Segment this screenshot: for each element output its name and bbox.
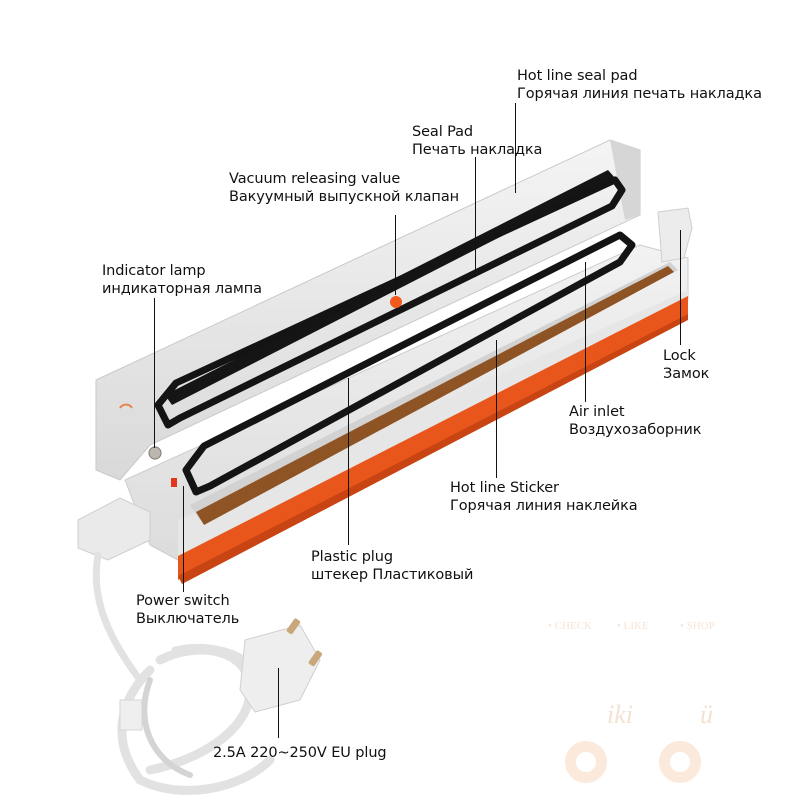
watermark-ring-right [659, 741, 701, 783]
watermark-script-left: iki [607, 700, 633, 729]
leader-plastic-plug [348, 378, 350, 545]
watermark-like: • LIKE [617, 620, 649, 632]
label-seal-pad: Seal Pad Печать накладка [412, 124, 543, 158]
leader-indicator-lamp [154, 298, 156, 448]
leader-lock [680, 230, 682, 345]
leader-eu-plug [278, 668, 280, 738]
eu-plug [239, 618, 323, 713]
seal-pad-gasket [154, 176, 626, 429]
label-vacuum-release-valve: Vacuum releasing value Вакуумный выпускн… [229, 171, 459, 205]
leader-hot-line-seal-pad [515, 103, 517, 193]
orange-base-stripe [178, 296, 688, 580]
label-indicator-lamp: Indicator lamp индикаторная лампа [102, 263, 262, 297]
leader-power-switch [183, 486, 185, 592]
leader-seal-pad [475, 157, 477, 277]
label-lock: Lock Замок [663, 348, 710, 382]
label-hot-line-seal-pad: Hot line seal pad Горячая линия печать н… [517, 68, 762, 102]
watermark-shop: • SHOP [680, 620, 715, 632]
leader-hot-line-sticker [496, 340, 498, 478]
watermark-check: • CHECK [548, 620, 592, 632]
leader-vacuum-valve [395, 215, 397, 295]
vacuum-release-valve [390, 296, 402, 308]
label-plastic-plug: Plastic plug штекер Пластиковый [311, 549, 474, 583]
label-air-inlet: Air inlet Воздухозаборник [569, 404, 702, 438]
base [77, 207, 693, 584]
air-inlet-gasket [182, 231, 636, 496]
power-switch [171, 478, 177, 487]
watermark-ring-left [565, 741, 607, 783]
hot-line-sticker [196, 266, 674, 525]
label-eu-plug: 2.5A 220~250V EU plug [213, 745, 387, 761]
label-power-switch: Power switch Выключатель [136, 593, 240, 627]
indicator-lamp [148, 446, 162, 460]
cable-connector [77, 497, 151, 561]
leader-air-inlet [585, 262, 587, 402]
watermark-script-right: ü [700, 700, 713, 729]
lock-clip [657, 207, 693, 263]
lid [95, 139, 641, 481]
label-hot-line-sticker: Hot line Sticker Горячая линия наклейка [450, 480, 638, 514]
